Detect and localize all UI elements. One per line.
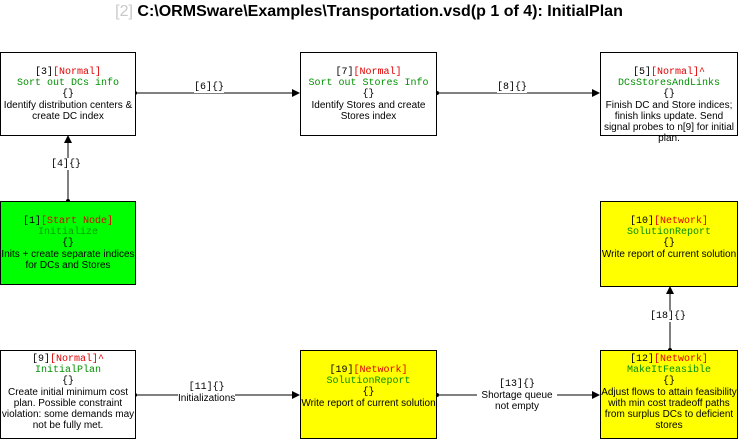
node-12-desc: Adjust flows to attain feasibility with … bbox=[601, 387, 737, 431]
node-7-header: [7][Normal] bbox=[335, 67, 402, 78]
node-7-desc: Identify Stores and create Stores index bbox=[311, 100, 426, 122]
node-3[interactable]: [3][Normal] Sort out DCs info {} Identif… bbox=[0, 52, 136, 136]
node-12-braces: {} bbox=[662, 376, 675, 387]
diagram-title: [2] C:\ORMSware\Examples\Transportation.… bbox=[0, 3, 738, 21]
edge-4-label: [4]{} bbox=[51, 158, 82, 170]
node-10-desc: Write report of current solution bbox=[601, 249, 737, 260]
page-tag: [2] bbox=[115, 3, 133, 20]
node-9-braces: {} bbox=[61, 376, 74, 387]
node-9-header: [9][Normal]^ bbox=[31, 354, 105, 365]
node-3-header: [3][Normal] bbox=[34, 67, 102, 78]
node-1-name: Initialize bbox=[37, 227, 98, 238]
node-12-header: [12][Network] bbox=[629, 354, 709, 365]
node-3-name: Sort out DCs info bbox=[16, 78, 120, 89]
node-5-header: [5][Normal]^ bbox=[632, 67, 706, 78]
node-9-desc: Create initial minimum cost plan. Possib… bbox=[1, 387, 135, 431]
node-7-name: Sort out Stores Info bbox=[308, 78, 429, 89]
edge-8-label: [8]{} bbox=[497, 81, 528, 93]
edge-6-label: [6]{} bbox=[194, 81, 225, 93]
node-9[interactable]: [9][Normal]^ InitialPlan {} Create initi… bbox=[0, 350, 136, 439]
node-10-header: [10][Network] bbox=[629, 216, 709, 227]
edge-11-label: [11]{} Initializations bbox=[178, 382, 236, 404]
edge-13-label: [13]{} Shortage queue not empty bbox=[477, 379, 557, 412]
node-10-braces: {} bbox=[662, 238, 675, 249]
node-12[interactable]: [12][Network] MakeItFeasible {} Adjust f… bbox=[600, 350, 738, 439]
node-19-desc: Write report of current solution bbox=[301, 398, 436, 409]
node-19-braces: {} bbox=[362, 387, 375, 398]
node-3-desc: Identify distribution centers & create D… bbox=[3, 100, 133, 122]
node-19-header: [19][Network] bbox=[329, 365, 408, 376]
node-10[interactable]: [10][Network] SolutionReport {} Write re… bbox=[600, 201, 738, 287]
node-5-name: DCsStoresAndLinks bbox=[617, 78, 721, 89]
node-1-header: [1][Start Node] bbox=[22, 216, 114, 227]
edge-18-label: [18]{} bbox=[650, 310, 687, 322]
node-19[interactable]: [19][Network] SolutionReport {} Write re… bbox=[300, 350, 437, 439]
node-1-desc: Inits + create separate indices for DCs … bbox=[1, 249, 135, 271]
node-10-name: SolutionReport bbox=[626, 227, 711, 238]
node-7-braces: {} bbox=[362, 89, 375, 100]
node-19-name: SolutionReport bbox=[326, 376, 411, 387]
node-5-braces: {} bbox=[662, 89, 675, 100]
node-3-braces: {} bbox=[61, 89, 74, 100]
title-text: C:\ORMSware\Examples\Transportation.vsd(… bbox=[137, 3, 623, 20]
node-5-desc: Finish DC and Store indices; finish link… bbox=[603, 100, 735, 144]
node-12-name: MakeItFeasible bbox=[626, 365, 711, 376]
node-1[interactable]: [1][Start Node] Initialize {} Inits + cr… bbox=[0, 201, 136, 285]
node-7[interactable]: [7][Normal] Sort out Stores Info {} Iden… bbox=[300, 52, 437, 136]
node-9-name: InitialPlan bbox=[34, 365, 101, 376]
node-1-braces: {} bbox=[61, 238, 74, 249]
node-5[interactable]: [5][Normal]^ DCsStoresAndLinks {} Finish… bbox=[600, 52, 738, 144]
